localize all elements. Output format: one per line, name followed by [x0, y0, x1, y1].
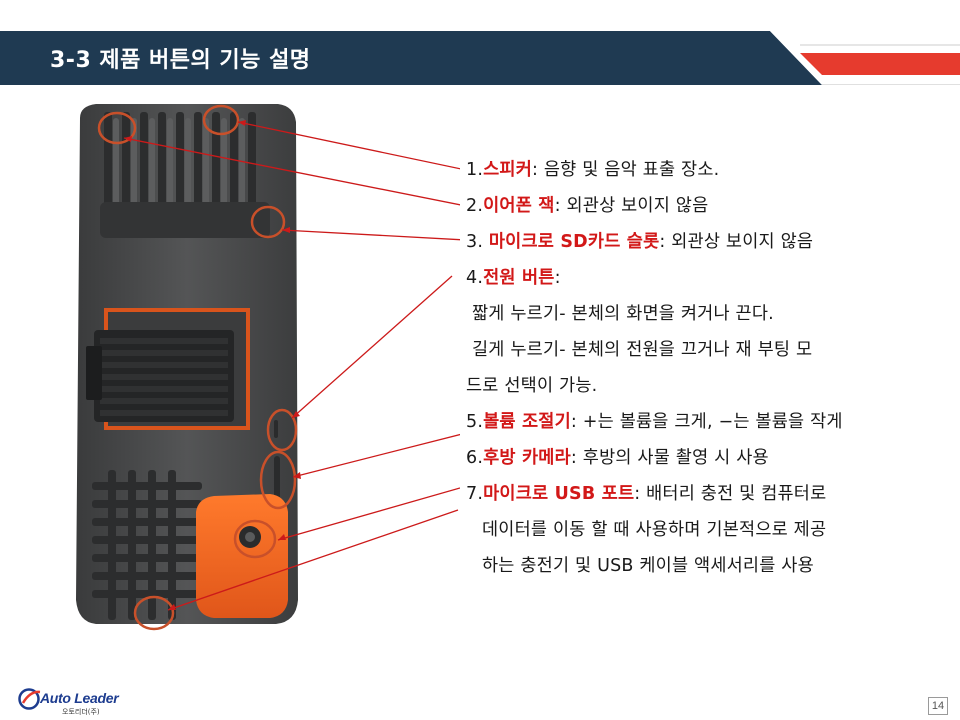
power-long-press-cont: 드로 선택이 가능.: [466, 376, 598, 396]
power-long-press: 길게 누르기- 본체의 전원을 끄거나 재 부팅 모: [472, 340, 813, 360]
logo-text: Auto Leader: [40, 690, 119, 706]
item-name: 마이크로 SD카드 슬롯: [488, 232, 660, 252]
item-description: : 후방의 사물 촬영 시 사용: [570, 448, 769, 468]
item-name: 볼륨 조절기: [483, 412, 571, 432]
page-number: 14: [928, 697, 948, 715]
item-number: 5.: [466, 412, 484, 432]
item-number: 4.: [466, 268, 484, 288]
item-number: 6.: [466, 448, 484, 468]
list-item-rear-camera: 6.후방 카메라: 후방의 사물 촬영 시 사용: [466, 444, 769, 469]
list-item-usb-port: 7.마이크로 USB 포트: 배터리 충전 및 컴퓨터로: [466, 480, 826, 505]
item-number: 2.: [466, 196, 484, 216]
item-name: 마이크로 USB 포트: [483, 484, 635, 504]
item-description: :: [554, 268, 561, 288]
item-description: : 외관상 보이지 않음: [659, 232, 814, 252]
power-short-press: 짧게 누르기- 본체의 화면을 켜거나 끈다.: [472, 304, 774, 324]
item-name: 이어폰 잭: [483, 196, 555, 216]
list-item-speaker: 1.스피커: 음향 및 음악 표출 장소.: [466, 156, 719, 181]
usb-description-cont: 하는 충전기 및 USB 케이블 액세서리를 사용: [482, 556, 814, 576]
item-number: 1.: [466, 160, 484, 180]
item-description: : 배터리 충전 및 컴퓨터로: [634, 484, 827, 504]
item-number: 3.: [466, 232, 489, 252]
device-illustration: [76, 104, 467, 631]
item-description: : +는 볼륨을 크게, −는 볼륨을 작게: [570, 412, 843, 432]
item-number: 7.: [466, 484, 484, 504]
device-photo: [0, 0, 467, 640]
list-item-power-button: 4.전원 버튼:: [466, 264, 561, 289]
list-item-earphone-jack: 2.이어폰 잭: 외관상 보이지 않음: [466, 192, 708, 217]
item-description: : 음향 및 음악 표출 장소.: [532, 160, 720, 180]
logo-subtext: 오토리더(주): [62, 708, 100, 716]
item-name: 전원 버튼: [483, 268, 555, 288]
logo-mark-icon: [18, 688, 41, 710]
header-banner: [0, 31, 960, 85]
header-shape: [0, 31, 960, 85]
list-item-sd-slot: 3. 마이크로 SD카드 슬롯: 외관상 보이지 않음: [466, 228, 813, 253]
item-description: : 외관상 보이지 않음: [554, 196, 709, 216]
auto-leader-logo: Auto Leader 오토리더(주): [18, 688, 128, 718]
item-name: 후방 카메라: [483, 448, 571, 468]
usb-description-cont: 데이터를 이동 할 때 사용하며 기본적으로 제공: [482, 520, 827, 540]
list-item-volume: 5.볼륨 조절기: +는 볼륨을 크게, −는 볼륨을 작게: [466, 408, 843, 433]
page-title: 3-3 제품 버튼의 기능 설명: [50, 48, 311, 73]
item-name: 스피커: [483, 160, 533, 180]
